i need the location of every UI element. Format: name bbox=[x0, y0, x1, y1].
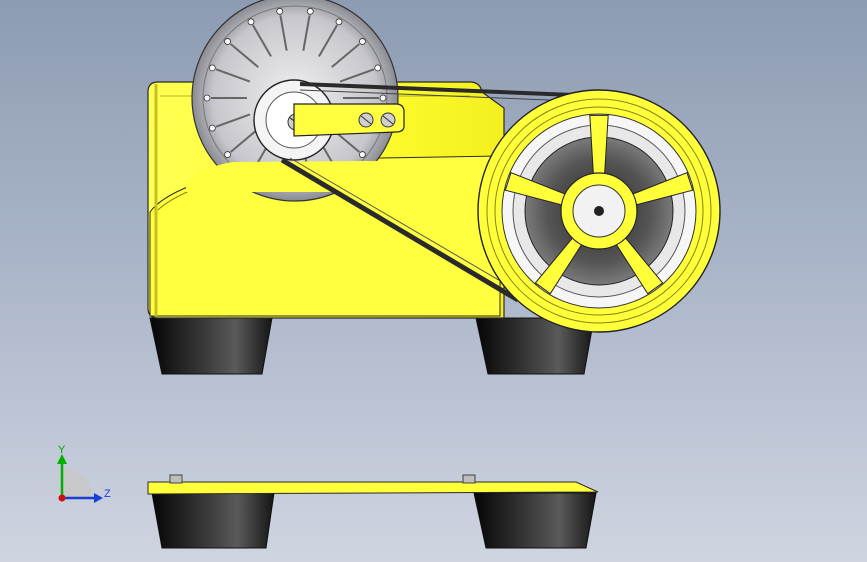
disc-spoke bbox=[279, 15, 288, 51]
front-view[interactable] bbox=[147, 0, 721, 375]
plate-pin-left bbox=[169, 474, 183, 484]
disc-spoke bbox=[215, 113, 251, 128]
disc-hole bbox=[374, 64, 382, 72]
y-axis-arrow bbox=[57, 454, 67, 464]
disc-spoke bbox=[252, 24, 272, 57]
y-axis-label: Y bbox=[58, 444, 66, 456]
x-axis-dot bbox=[58, 494, 66, 502]
drive-belt[interactable] bbox=[280, 82, 599, 303]
plate-left-foot[interactable] bbox=[151, 492, 275, 549]
axis-triad[interactable]: Y Z bbox=[57, 444, 111, 503]
disc-hole bbox=[203, 94, 211, 102]
reel-spoke bbox=[589, 114, 609, 178]
disc-hole bbox=[379, 94, 387, 102]
triad-quadrant bbox=[62, 468, 92, 498]
disc-hole bbox=[224, 38, 231, 45]
z-axis-label: Z bbox=[104, 488, 111, 500]
left-foot[interactable] bbox=[149, 317, 273, 375]
disc-hole bbox=[359, 38, 366, 45]
disc-cover[interactable] bbox=[186, 160, 500, 192]
disc-spoke bbox=[339, 68, 375, 83]
plate-right-foot[interactable] bbox=[473, 492, 597, 549]
disc-spoke bbox=[230, 43, 259, 68]
disc-hole bbox=[224, 151, 231, 158]
disc-spoke bbox=[302, 15, 311, 51]
disc-hole bbox=[276, 7, 284, 15]
z-axis-arrow bbox=[94, 493, 103, 503]
disc-spoke bbox=[318, 24, 338, 57]
disc-hole bbox=[306, 7, 314, 15]
bottom-plate-view[interactable] bbox=[147, 474, 599, 549]
disc-hole bbox=[208, 124, 216, 132]
tape-reel[interactable] bbox=[477, 89, 721, 333]
disc-spoke bbox=[230, 128, 259, 153]
disc-hole bbox=[359, 151, 366, 158]
reel-spokes bbox=[504, 114, 694, 295]
disc-hole bbox=[335, 18, 343, 26]
disc-hole bbox=[208, 64, 216, 72]
disc-spoke bbox=[215, 68, 251, 83]
base-plate[interactable] bbox=[147, 481, 599, 495]
plate-pin-right bbox=[462, 474, 476, 484]
tension-arm[interactable] bbox=[293, 103, 405, 137]
disc-spoke bbox=[331, 43, 360, 68]
disc-hole bbox=[247, 18, 255, 26]
